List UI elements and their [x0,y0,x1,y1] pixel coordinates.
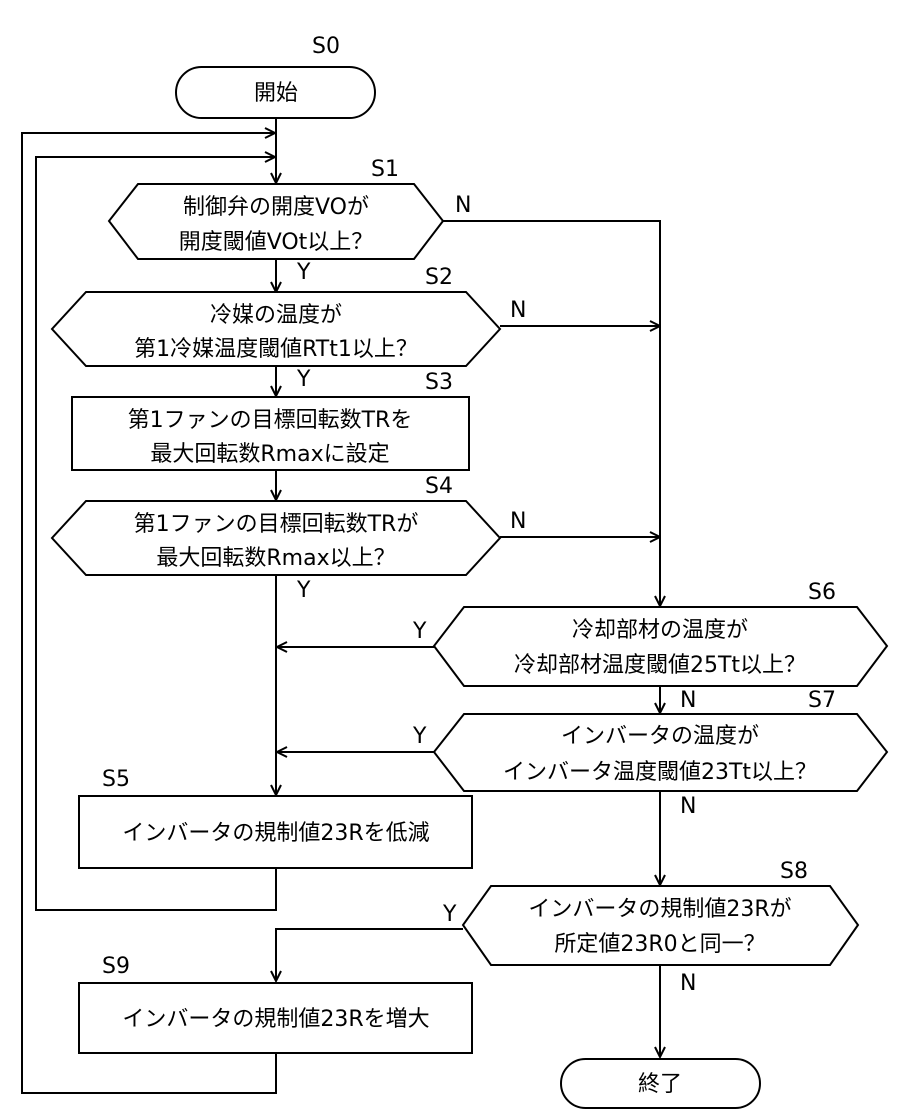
label-s6-no: N [680,688,696,713]
arrow-s9-loop [22,133,276,1093]
s1-line2: 開度閾値VOt以上？ [179,230,374,255]
process-s3: 第1ファンの目標回転数TRを 最大回転数Rmaxに設定 S3 [72,370,469,470]
label-s7-no: N [680,794,696,819]
s6-line2: 冷却部材温度閾値25Tt以上？ [514,653,806,678]
s4-line2: 最大回転数Rmax以上？ [156,546,395,571]
s7-line1: インバータの温度が [561,724,759,749]
s5-line1: インバータの規制値23Rを低減 [122,821,429,846]
s1-line1: 制御弁の開度VOが [183,195,369,220]
s8-line2: 所定値23R0と同一？ [554,932,765,957]
step-id-s4: S4 [425,474,453,499]
label-s7-yes: Y [412,724,427,749]
s2-line1: 冷媒の温度が [210,303,342,328]
step-id-s6: S6 [808,580,836,605]
step-id-s9: S9 [102,954,130,979]
arrow-s8-yes [276,929,463,981]
end-terminal: 終了 [561,1059,760,1108]
start-label: 開始 [254,81,298,106]
label-s1-no: N [455,193,471,218]
s9-line1: インバータの規制値23Rを増大 [122,1007,429,1032]
step-id-s0: S0 [312,34,340,59]
label-s2-yes: Y [296,367,311,392]
s4-line1: 第1ファンの目標回転数TRが [134,512,419,537]
s3-line1: 第1ファンの目標回転数TRを [128,408,413,433]
label-s4-no: N [510,509,526,534]
s3-line2: 最大回転数Rmaxに設定 [150,442,389,467]
step-id-s2: S2 [425,265,453,290]
step-id-s3: S3 [425,370,453,395]
step-id-s8: S8 [780,859,808,884]
end-label: 終了 [638,1072,682,1097]
label-s6-yes: Y [412,619,427,644]
label-s4-yes: Y [296,578,311,603]
start-terminal: 開始 S0 [176,34,375,118]
step-id-s1: S1 [371,157,399,182]
step-id-s7: S7 [808,688,836,713]
s6-line1: 冷却部材の温度が [572,618,748,643]
label-s1-yes: Y [296,260,311,285]
s7-line2: インバータ温度閾値23Tt以上？ [503,760,817,785]
step-id-s5: S5 [102,767,130,792]
label-s8-no: N [680,971,696,996]
s2-line2: 第1冷媒温度閾値RTt1以上？ [134,337,418,362]
label-s8-yes: Y [442,902,457,927]
s8-line1: インバータの規制値23Rが [528,897,791,922]
label-s2-no: N [510,298,526,323]
